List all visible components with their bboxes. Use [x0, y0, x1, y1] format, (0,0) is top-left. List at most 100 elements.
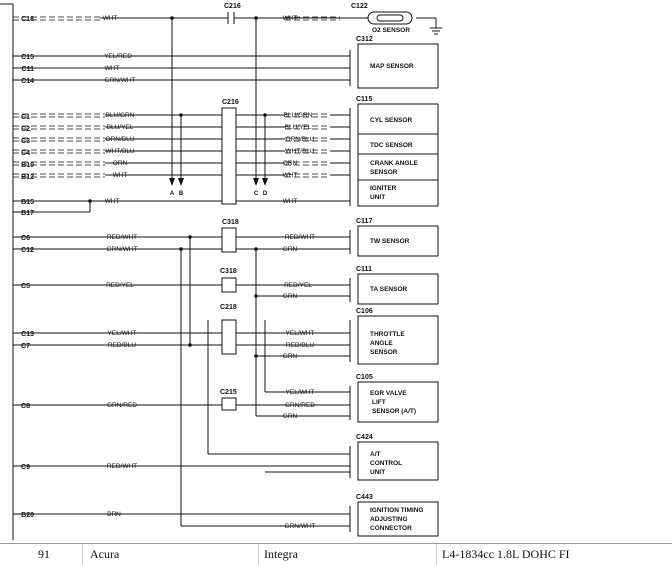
splice-label: D [263, 191, 268, 197]
footer-make: Acura [90, 547, 120, 561]
component-ignition-timing-connector: CONNECTOR [370, 525, 412, 532]
connector-id: C111 [356, 266, 372, 273]
component-tdc-sensor: TDC SENSOR [370, 142, 413, 149]
ecu-pin: C5 [21, 283, 30, 290]
ecu-pin: B20 [21, 512, 34, 519]
component-igniter-unit: UNIT [370, 194, 385, 201]
connector-id: C117 [356, 218, 372, 225]
wire-label: GRN/WHT [104, 77, 135, 84]
splice-label: B [179, 191, 184, 197]
ecu-pin: C12 [21, 247, 34, 254]
component-egr-valve-lift-sensor: SENSOR (A/T) [372, 408, 416, 415]
ecu-pin: C7 [21, 343, 30, 350]
footer-bar: 91 Acura Integra L4-1834cc 1.8L DOHC FI [0, 543, 672, 565]
connector-id: C106 [356, 308, 373, 315]
ecu-pin: C15 [21, 54, 34, 61]
footer-model: Integra [264, 547, 298, 561]
ecu-pin: C1 [21, 114, 30, 121]
wire-label: BLU/GRN [106, 112, 135, 119]
component-cyl-sensor: CYL SENSOR [370, 117, 412, 124]
wire-label: WHT/BLU [285, 148, 315, 155]
wire-label: ORN [283, 160, 298, 167]
ecu-pin: B17 [21, 210, 34, 217]
connector-id: C215 [220, 389, 237, 396]
ecu-pin: B15 [21, 199, 34, 206]
wire-label: ORN [113, 160, 128, 167]
connector-id: C115 [356, 96, 372, 103]
ecu-pin: C4 [21, 150, 30, 157]
wire-label: RED/YEL [284, 282, 312, 289]
wire-label: GRN [283, 353, 298, 360]
connector-id: C105 [356, 374, 373, 381]
wire-label: WHT/BLU [105, 148, 135, 155]
ecu-pin: C3 [21, 138, 30, 145]
component-map-sensor: MAP SENSOR [370, 63, 414, 70]
component-crank-angle-sensor: CRANK ANGLE [370, 160, 418, 167]
ecu-pin: C8 [21, 403, 30, 410]
wire-label: ORN/BLU [286, 136, 315, 143]
connector-id: C318 [220, 268, 237, 275]
component-o2-sensor: O2 SENSOR [372, 27, 410, 34]
wire-label: WHT [103, 15, 118, 22]
wire-label: WHT [283, 15, 298, 22]
footer-year: 91 [38, 547, 50, 561]
connector-id: C218 [220, 304, 237, 311]
ecu-pin: B10 [21, 162, 34, 169]
wire-label: BLU/YEL [107, 124, 134, 131]
wiring-diagram: C18 C15 C11 C14 C1 C2 C3 C4 B10 B12 B15 … [0, 3, 442, 540]
component-egr-valve-lift-sensor: LIFT [372, 399, 386, 406]
component-egr-valve-lift-sensor: EGR VALVE [370, 390, 407, 397]
ecu-pin: C14 [21, 78, 34, 85]
component-throttle-angle-sensor: ANGLE [370, 340, 393, 347]
wire-label: GRN [283, 293, 298, 300]
wire-label: RED/WHT [107, 234, 137, 241]
wire-label: BLU/YEL [285, 124, 312, 131]
wire-label: GRN/RED [107, 402, 137, 409]
ecu-pin: B12 [21, 174, 34, 181]
wire-label: GRN [283, 413, 298, 420]
wire-label: RED/WHT [107, 463, 137, 470]
connector-id: C122 [351, 3, 368, 10]
wire-label: RED/WHT [285, 234, 315, 241]
wire-label: GRN/RED [285, 402, 315, 409]
wire-label: WHT [113, 172, 128, 179]
wire-label: WHT [283, 198, 298, 205]
wire-label: WHT [105, 65, 120, 72]
component-ta-sensor: TA SENSOR [370, 286, 408, 293]
connector-id: C216 [224, 3, 241, 10]
wire-label: GRN/WHT [284, 523, 315, 530]
component-tw-sensor: TW SENSOR [370, 238, 410, 245]
wire-label: BLU/GRN [284, 112, 313, 119]
connector-id: C216 [222, 99, 239, 106]
component-at-control-unit: CONTROL [370, 460, 402, 467]
component-crank-angle-sensor: SENSOR [370, 169, 398, 176]
connector-id: C318 [222, 219, 239, 226]
wire-label: WHT [105, 198, 120, 205]
wire-label: RED/YEL [106, 282, 134, 289]
wire-label: YEL/RED [104, 53, 132, 60]
wire-label: YEL/WHT [286, 389, 315, 396]
component-at-control-unit: A/T [370, 451, 381, 458]
component-throttle-angle-sensor: SENSOR [370, 349, 398, 356]
wire-label: RED/BLU [286, 342, 314, 349]
wire-label: RED/BLU [108, 342, 136, 349]
component-ignition-timing-connector: ADJUSTING [370, 516, 408, 523]
component-at-control-unit: UNIT [370, 469, 385, 476]
component-igniter-unit: IGNITER [370, 185, 397, 192]
wire-label: GRN/WHT [106, 246, 137, 253]
splice-label: A [170, 191, 175, 197]
ecu-pin: C11 [22, 66, 35, 73]
component-ignition-timing-connector: IGNITION TIMING [370, 507, 423, 514]
component-throttle-angle-sensor: THROTTLE [370, 331, 405, 338]
ecu-pin: C6 [21, 235, 30, 242]
connector-id: C424 [356, 434, 373, 441]
wire-label: YEL/WHT [286, 330, 315, 337]
ecu-pin: C2 [21, 126, 30, 133]
splice-label: C [254, 191, 259, 197]
wire-label: YEL/WHT [108, 330, 137, 337]
connector-id: C443 [356, 494, 373, 501]
wire-label: BRN [107, 511, 121, 518]
ecu-pin: C13 [21, 331, 34, 338]
wire-label: ORN/BLU [106, 136, 135, 143]
connector-id: C312 [356, 36, 373, 43]
